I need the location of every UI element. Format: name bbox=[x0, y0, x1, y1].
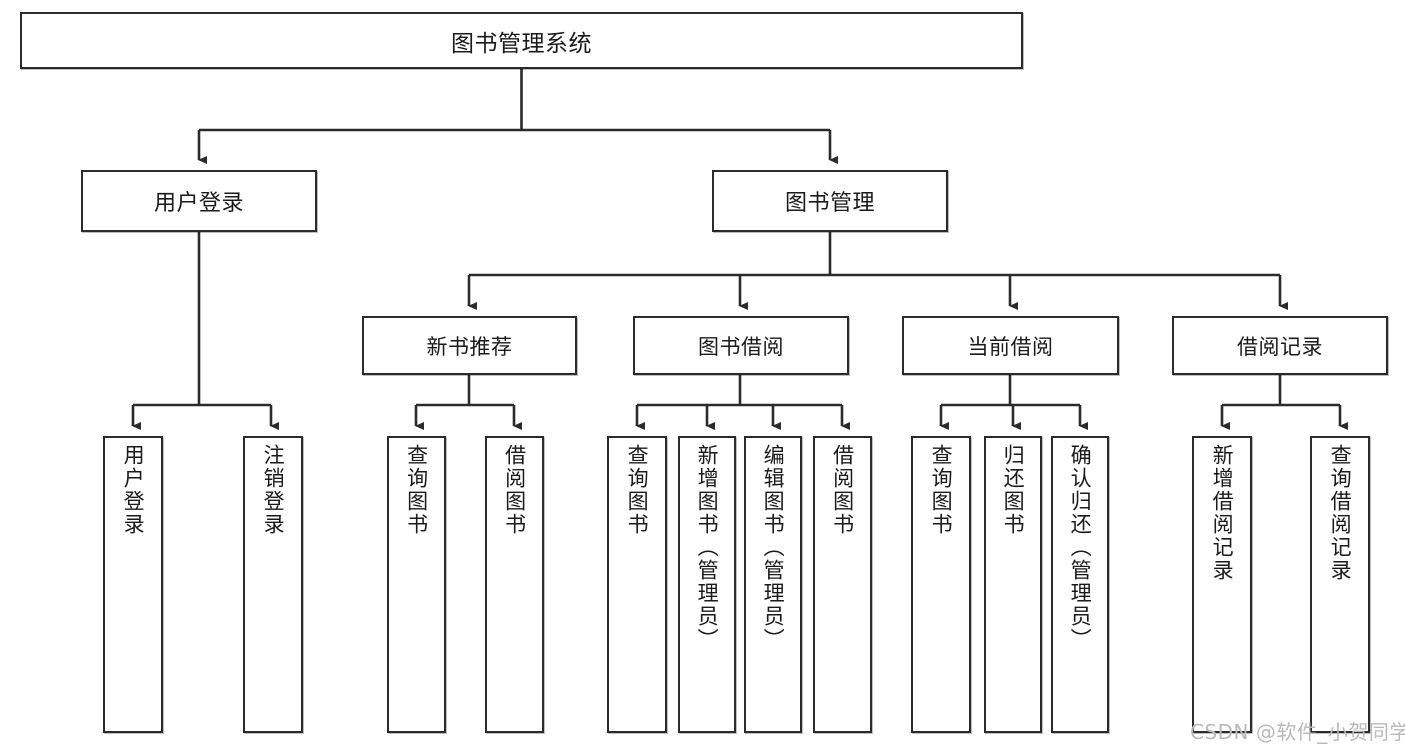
leaf-add-book-admin-label: 新增图书（管理员） bbox=[695, 444, 720, 651]
leaf-borrow-books[interactable]: 借阅图书 bbox=[813, 436, 872, 733]
leaf-query-books-recommend-label: 查询图书 bbox=[404, 444, 429, 536]
leaf-query-books-recommend[interactable]: 查询图书 bbox=[387, 436, 446, 733]
node-root-label: 图书管理系统 bbox=[451, 30, 592, 57]
node-current-borrow[interactable]: 当前借阅 bbox=[902, 316, 1119, 375]
leaf-edit-book-admin-label: 编辑图书（管理员） bbox=[761, 444, 786, 651]
node-user-login[interactable]: 用户登录 bbox=[81, 170, 317, 232]
leaf-logout[interactable]: 注销登录 bbox=[243, 436, 303, 733]
node-root[interactable]: 图书管理系统 bbox=[20, 12, 1023, 69]
watermark: CSDN @软件_小贺同学 bbox=[1190, 720, 1405, 744]
leaf-edit-book-admin[interactable]: 编辑图书（管理员） bbox=[744, 436, 802, 733]
leaf-confirm-return-admin-label: 确认归还（管理员） bbox=[1068, 444, 1093, 651]
node-current-borrow-label: 当前借阅 bbox=[967, 334, 1054, 359]
node-borrow-records-label: 借阅记录 bbox=[1237, 334, 1323, 359]
leaf-add-book-admin[interactable]: 新增图书（管理员） bbox=[678, 436, 736, 733]
node-book-borrow[interactable]: 图书借阅 bbox=[633, 316, 849, 375]
leaf-return-books-label: 归还图书 bbox=[1001, 444, 1026, 536]
leaf-borrow-books-recommend-label: 借阅图书 bbox=[502, 444, 527, 536]
leaf-query-books-current[interactable]: 查询图书 bbox=[911, 436, 971, 733]
node-book-management[interactable]: 图书管理 bbox=[712, 170, 948, 232]
node-book-management-label: 图书管理 bbox=[784, 191, 875, 216]
leaf-user-login-label: 用户登录 bbox=[121, 444, 146, 536]
leaf-query-borrow-record[interactable]: 查询借阅记录 bbox=[1310, 436, 1370, 733]
node-user-login-label: 用户登录 bbox=[153, 191, 244, 216]
leaf-borrow-books-label: 借阅图书 bbox=[830, 444, 855, 536]
leaf-query-books-borrow-label: 查询图书 bbox=[625, 444, 650, 536]
leaf-query-borrow-record-label: 查询借阅记录 bbox=[1328, 444, 1353, 582]
leaf-query-books-current-label: 查询图书 bbox=[929, 444, 954, 536]
leaf-borrow-books-recommend[interactable]: 借阅图书 bbox=[485, 436, 544, 733]
leaf-add-borrow-record[interactable]: 新增借阅记录 bbox=[1192, 436, 1252, 733]
leaf-query-books-borrow[interactable]: 查询图书 bbox=[607, 436, 667, 733]
node-new-book-recommend-label: 新书推荐 bbox=[426, 334, 513, 359]
leaf-logout-label: 注销登录 bbox=[261, 444, 286, 536]
node-borrow-records[interactable]: 借阅记录 bbox=[1172, 316, 1388, 375]
node-book-borrow-label: 图书借阅 bbox=[698, 334, 784, 359]
leaf-add-borrow-record-label: 新增借阅记录 bbox=[1210, 444, 1235, 582]
leaf-confirm-return-admin[interactable]: 确认归还（管理员） bbox=[1051, 436, 1109, 733]
node-new-book-recommend[interactable]: 新书推荐 bbox=[362, 316, 577, 375]
leaf-return-books[interactable]: 归还图书 bbox=[984, 436, 1042, 733]
leaf-user-login[interactable]: 用户登录 bbox=[103, 436, 163, 733]
